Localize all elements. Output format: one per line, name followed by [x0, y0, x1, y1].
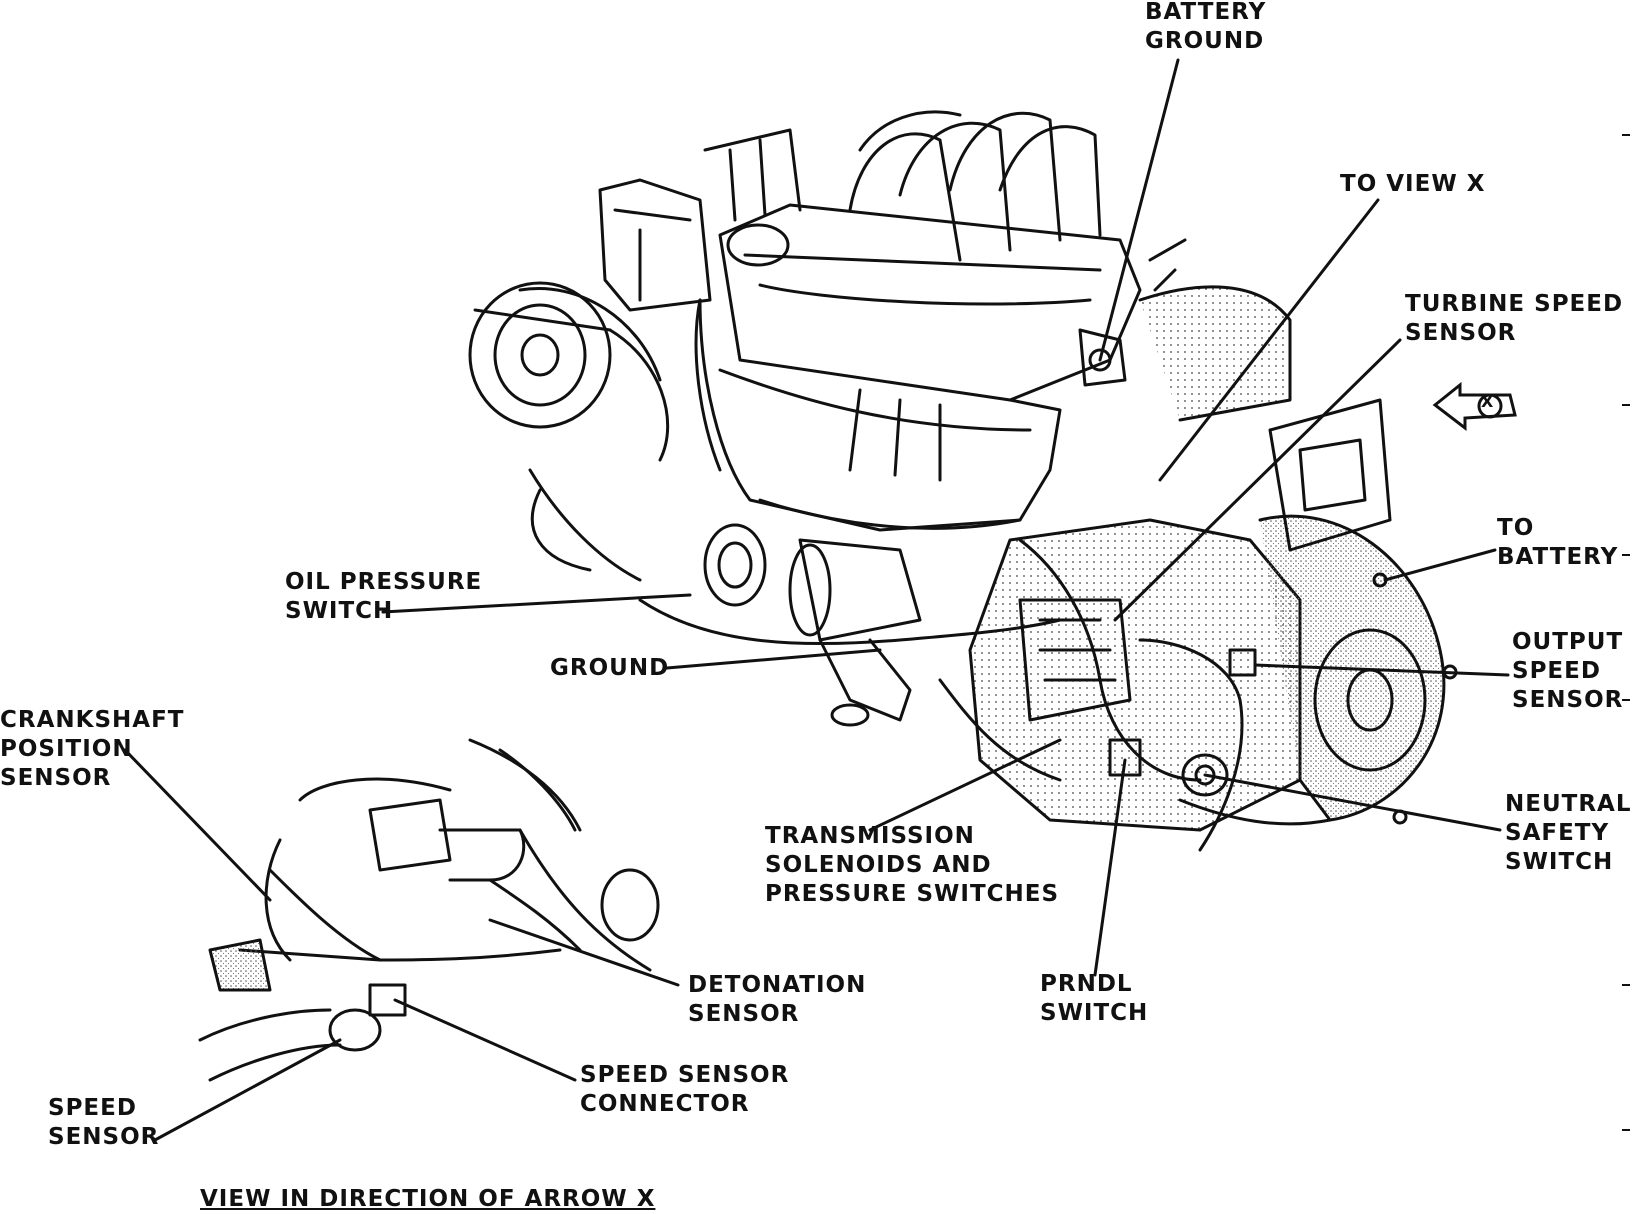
- label-to-view-x: TO VIEW X: [1340, 171, 1486, 197]
- label-turbine-speed-sensor: TURBINE SPEED SENSOR: [1405, 291, 1624, 346]
- view-x-arrow: [1432, 381, 1517, 432]
- leader-battery-ground: [1098, 58, 1180, 362]
- leader-crankshaft-position-sensor: [123, 748, 272, 902]
- leader-transmission-solenoids: [868, 738, 1062, 832]
- label-battery-ground: BATTERY GROUND: [1145, 0, 1267, 54]
- leader-lines: [123, 58, 1510, 1142]
- leader-to-view-x: [1158, 198, 1380, 482]
- leader-detonation-sensor: [488, 918, 680, 987]
- label-transmission-solenoids: TRANSMISSION SOLENOIDS AND PRESSURE SWIT…: [765, 823, 1060, 907]
- leader-speed-sensor: [153, 1038, 342, 1142]
- label-speed-sensor: SPEED SENSOR: [48, 1095, 160, 1150]
- label-oil-pressure-switch: OIL PRESSURE SWITCH: [285, 569, 483, 624]
- edge-ticks: [1622, 134, 1630, 1131]
- label-to-battery: TO BATTERY: [1497, 515, 1619, 570]
- engine-drawing: [468, 110, 1458, 852]
- label-detonation-sensor: DETONATION SENSOR: [688, 972, 867, 1027]
- leader-to-battery: [1383, 548, 1497, 582]
- label-output-speed-sensor: OUTPUT SPEED SENSOR: [1512, 629, 1624, 713]
- inset-view-x-drawing: [198, 738, 660, 1082]
- label-crankshaft-position-sensor: CRANKSHAFT POSITION SENSOR: [0, 707, 185, 791]
- leader-oil-pressure-switch: [381, 593, 692, 614]
- leader-neutral-safety-switch: [1203, 773, 1502, 832]
- label-speed-sensor-connector: SPEED SENSOR CONNECTOR: [580, 1062, 790, 1117]
- leader-prndl-switch: [1093, 758, 1127, 977]
- label-ground: GROUND: [550, 655, 670, 681]
- view-x-marker-label: X: [1481, 392, 1495, 411]
- label-neutral-safety-switch: NEUTRAL SAFETY SWITCH: [1505, 791, 1632, 875]
- leader-output-speed-sensor: [1253, 663, 1510, 677]
- inset-caption: VIEW IN DIRECTION OF ARROW X: [200, 1186, 656, 1212]
- leader-speed-sensor-connector: [393, 998, 577, 1082]
- leader-ground: [665, 648, 882, 670]
- label-prndl-switch: PRNDL SWITCH: [1040, 971, 1149, 1026]
- leader-turbine-speed-sensor: [1113, 338, 1402, 622]
